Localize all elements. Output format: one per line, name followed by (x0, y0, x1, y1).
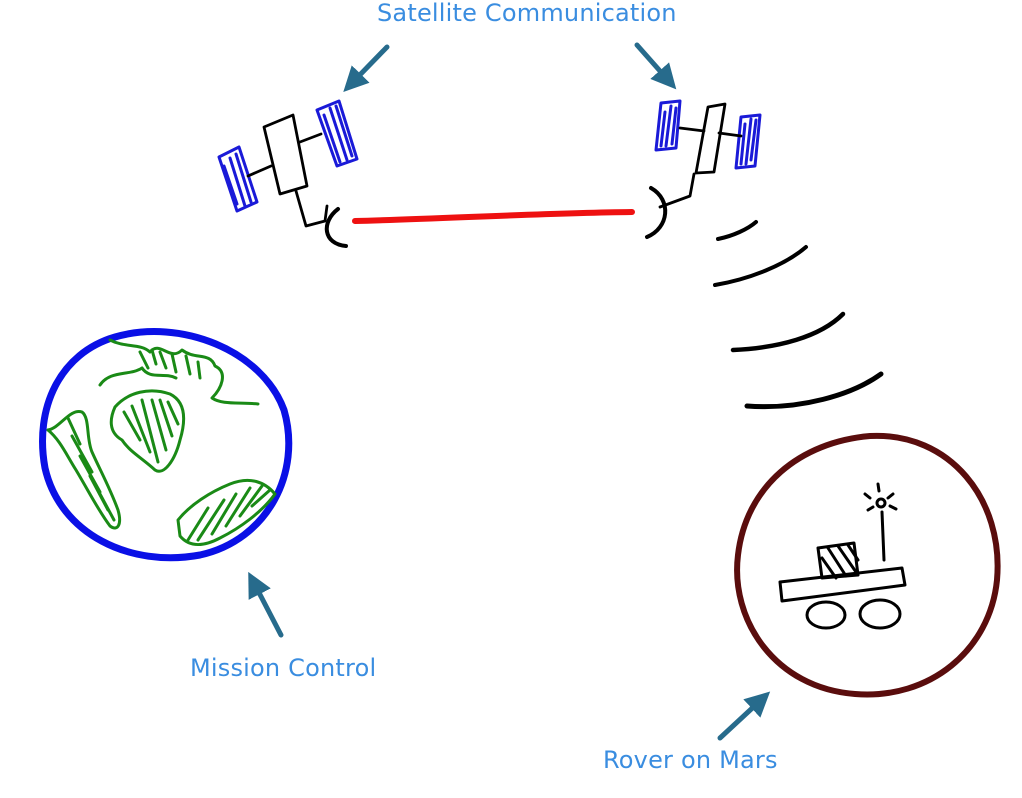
rover-icon (778, 482, 907, 630)
communication-link-icon (352, 209, 635, 224)
satellite-right-panel-right (734, 113, 762, 170)
earth-icon (39, 328, 293, 562)
arrow-satellite-left (343, 44, 390, 92)
rover-light (875, 497, 887, 509)
arrow-satellite-right (634, 42, 677, 90)
satellite-right-dish (645, 186, 668, 239)
rover-cabin (816, 541, 860, 580)
satellite-left-panel-right (315, 99, 359, 168)
earth-land (46, 338, 277, 546)
rover-light-rays (863, 482, 898, 512)
mission-control-label: Mission Control (190, 654, 377, 682)
satellite-left-dish (324, 207, 348, 248)
arrow-rover (717, 691, 771, 741)
arrows (248, 42, 771, 741)
satellite-left-panel-left (217, 145, 259, 213)
rover-mast (880, 510, 886, 562)
satellite-communication-label: Satellite Communication (377, 0, 677, 27)
rover-wheel-right (858, 598, 902, 630)
satellite-right-body (658, 102, 743, 209)
mars-outline (734, 432, 1001, 698)
rover-wheel-left (805, 600, 847, 630)
signal-wave-2 (713, 245, 808, 287)
signal-waves-icon (713, 220, 884, 410)
signal-wave-4 (744, 371, 884, 410)
rover-on-mars-label: Rover on Mars (603, 746, 778, 774)
earth-outline (39, 328, 293, 562)
rover-body (778, 566, 907, 603)
satellite-right-icon (645, 99, 762, 239)
mars-icon (734, 432, 1001, 698)
satellite-right-panel-left (654, 99, 682, 152)
signal-wave-3 (730, 311, 846, 353)
satellite-left-body (246, 113, 329, 228)
signal-wave-1 (716, 220, 758, 241)
satellite-left-icon (217, 99, 359, 248)
arrow-mission-control (248, 571, 284, 638)
